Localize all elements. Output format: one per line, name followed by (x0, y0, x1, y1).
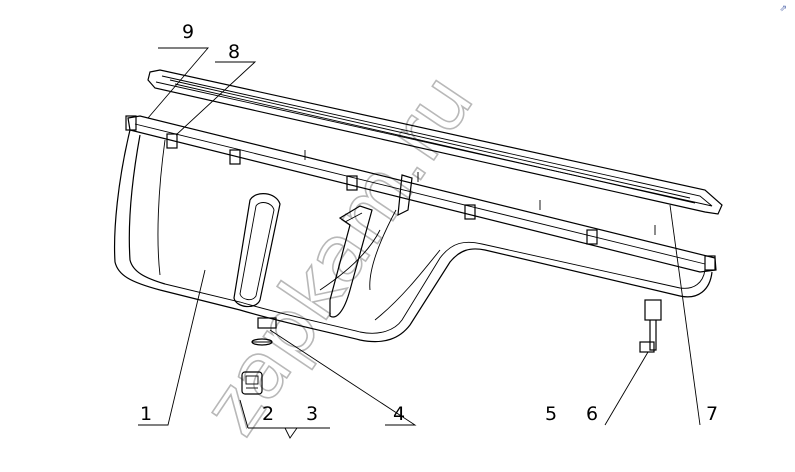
callout-labels: 1 2 3 4 5 6 7 8 9 (140, 21, 718, 425)
callout-3: 3 (306, 403, 318, 425)
leader-lines (138, 47, 701, 439)
dipstick-guide (233, 193, 281, 308)
callout-5: 5 (545, 403, 557, 425)
callout-8: 8 (228, 41, 240, 63)
corner-mark-icon: ⇗ (779, 4, 787, 14)
callout-2: 2 (262, 403, 274, 425)
oil-pickup-tube (319, 174, 413, 318)
watermark-text: zapkam.ru (186, 59, 491, 451)
flange-bolt-lugs (125, 115, 716, 271)
callout-7: 7 (706, 403, 718, 425)
callout-9: 9 (182, 21, 194, 43)
drain-plug-assembly (241, 317, 277, 395)
gasket (147, 69, 723, 215)
callout-1: 1 (140, 403, 152, 425)
bolt-spacer-assembly (639, 299, 662, 353)
callout-6: 6 (586, 403, 598, 425)
callout-4: 4 (393, 403, 405, 425)
